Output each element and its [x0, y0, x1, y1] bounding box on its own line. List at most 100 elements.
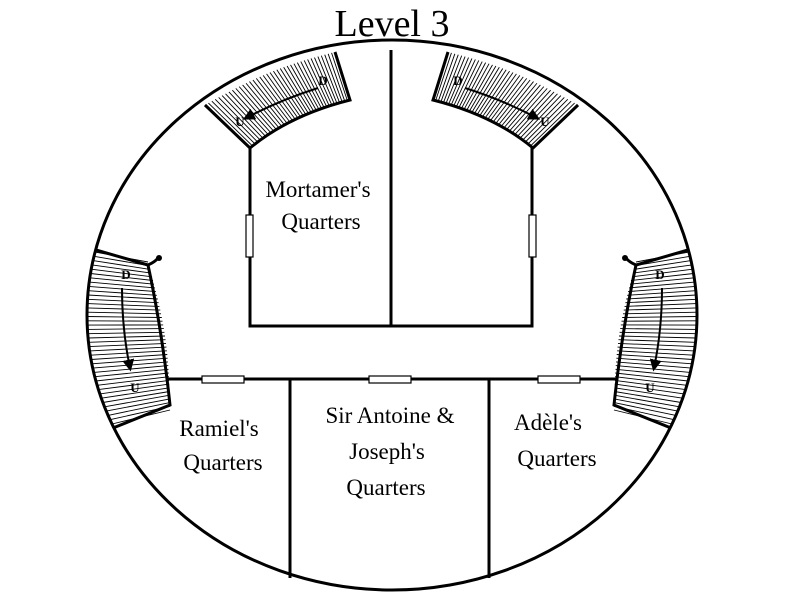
stair-tread: [519, 95, 562, 139]
stair-tread: [469, 65, 497, 111]
stairs-right: D U: [612, 248, 698, 430]
stairs-left-post: [156, 255, 162, 261]
stair-tread: [501, 82, 538, 127]
stair-tread: [498, 81, 534, 125]
stair-tread: [614, 387, 683, 399]
stair-tread: [300, 61, 325, 107]
stair-tread: [527, 100, 572, 145]
stair-tread: [307, 59, 330, 106]
stair-tread: [522, 97, 565, 141]
room-label-antoine-1: Sir Antoine &: [325, 403, 454, 428]
stair-tread: [214, 99, 259, 143]
stairs-top-left-down-label: D: [318, 73, 327, 88]
stair-tread: [94, 368, 169, 378]
door-ramiel: [201, 375, 245, 384]
stair-tread: [249, 81, 285, 125]
stairs-top-left: D U: [203, 51, 352, 151]
stair-tread: [90, 354, 168, 360]
stairs-top-right-down-label: D: [453, 73, 462, 88]
stairs-top-left-arrow: [242, 87, 319, 120]
stair-tread: [252, 79, 288, 124]
stair-tread: [477, 69, 507, 114]
stair-tread: [87, 311, 162, 315]
stair-tread: [98, 379, 170, 391]
stair-tread: [472, 67, 500, 112]
stair-tread: [615, 368, 690, 378]
stair-tread: [633, 260, 692, 270]
stair-tread: [461, 62, 487, 108]
stair-tread: [95, 372, 169, 382]
map-title: Level 3: [334, 3, 449, 45]
stairs-top-right-outline: [431, 51, 580, 151]
stair-tread: [618, 339, 696, 343]
stair-tread: [286, 65, 314, 111]
room-label-mortamer-1: Mortamer's: [265, 177, 370, 202]
stair-tread: [448, 57, 469, 104]
stair-tread: [242, 84, 280, 129]
stairs-right-outline: [612, 248, 689, 430]
stair-tread: [456, 60, 480, 107]
stair-tread: [320, 55, 340, 103]
stair-tread: [87, 303, 160, 307]
stairs-top-left-outline: [203, 51, 352, 151]
stair-tread: [90, 350, 167, 356]
door-mortamer-west: [245, 214, 254, 258]
room-label-adele-2: Quarters: [517, 446, 596, 471]
stair-tread: [506, 86, 545, 130]
stair-tread: [86, 316, 162, 318]
stair-tread: [614, 394, 680, 408]
stairs-left-treads: [86, 251, 171, 425]
stair-tread: [88, 339, 166, 343]
stair-tread: [624, 303, 697, 307]
stair-tread: [89, 281, 156, 289]
stair-tread: [466, 64, 493, 110]
stair-tread: [90, 273, 154, 281]
stair-tread: [273, 70, 304, 116]
stair-tread: [474, 68, 504, 113]
stair-tread: [453, 59, 476, 106]
stair-tread: [464, 63, 490, 109]
stairs-right-post: [622, 255, 628, 261]
stair-tread: [293, 63, 319, 109]
stair-tread: [101, 387, 170, 399]
stair-tread: [102, 391, 170, 403]
stair-tread: [614, 383, 685, 395]
stair-tread: [331, 52, 348, 101]
stair-tread: [89, 342, 167, 348]
stair-tread: [482, 72, 514, 117]
stair-tread: [91, 268, 153, 278]
stair-tread: [622, 311, 697, 315]
room-label-ramiel-2: Quarters: [183, 450, 262, 475]
stair-tread: [290, 64, 317, 110]
stair-tread: [617, 350, 694, 356]
stair-tread: [530, 102, 575, 147]
stair-tread: [458, 61, 483, 107]
stair-tread: [324, 54, 343, 102]
stair-tread: [107, 402, 170, 416]
stair-tread: [493, 78, 528, 122]
stair-tread: [622, 316, 698, 318]
stair-tread: [623, 307, 697, 311]
stair-tread: [317, 56, 338, 104]
room-label-antoine-2: Joseph's: [349, 439, 425, 464]
stair-tread: [616, 354, 694, 360]
stair-tread: [614, 379, 686, 391]
stair-tread: [89, 277, 155, 285]
stair-tread: [218, 97, 261, 141]
stair-tread: [88, 335, 166, 339]
stair-tread: [327, 53, 346, 102]
stair-tread: [487, 75, 521, 119]
stairs-left: D U: [86, 248, 172, 430]
stairs-right-down-label: D: [655, 267, 664, 282]
stairs-left-arrow: [121, 287, 135, 372]
stair-tread: [99, 383, 170, 395]
stair-tread: [617, 346, 695, 352]
stair-tread: [310, 58, 332, 105]
stair-tread: [615, 365, 691, 373]
stair-tread: [283, 67, 311, 112]
stair-tread: [451, 58, 473, 105]
stair-tread: [479, 70, 510, 116]
stair-tread: [259, 76, 293, 121]
door-antoine-joseph: [368, 375, 412, 384]
